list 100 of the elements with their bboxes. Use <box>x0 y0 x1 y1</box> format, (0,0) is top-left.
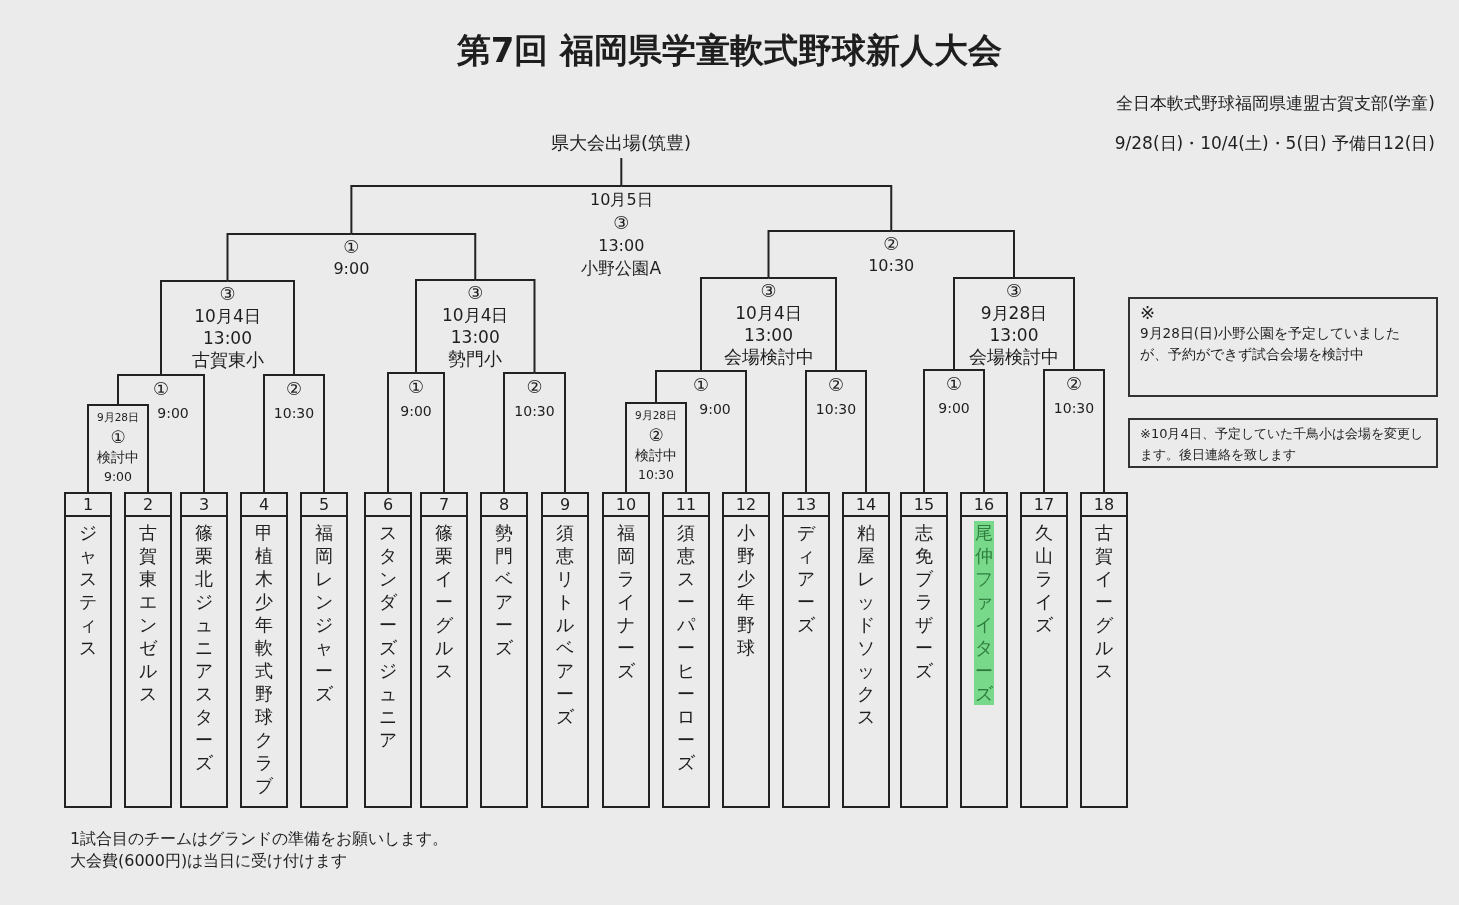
match-info: 9:00 <box>103 468 133 486</box>
match-info: 10月5日 <box>590 189 653 211</box>
match-info: ② <box>285 377 303 401</box>
team-box <box>541 492 589 808</box>
team-box <box>900 492 948 808</box>
note-mark: ※ <box>1140 302 1156 323</box>
match-info: 10:30 <box>1053 399 1095 418</box>
team-number: 14 <box>844 494 888 517</box>
team-number: 10 <box>604 494 648 517</box>
match-info: ① <box>407 375 425 399</box>
bracket-line <box>890 230 1015 279</box>
team-number: 6 <box>366 494 410 517</box>
qualifier-label: 県大会出場(筑豊) <box>550 131 691 155</box>
team-box <box>364 492 412 808</box>
team-box <box>960 492 1008 808</box>
match-info: 9:00 <box>699 400 731 419</box>
team-name: 須恵リトルベアーズ <box>555 521 575 728</box>
team-number: 4 <box>242 494 286 517</box>
match-info: 小野公園A <box>581 257 662 280</box>
team-box <box>180 492 228 808</box>
team-number: 3 <box>182 494 226 517</box>
team-name: 久山ライズ <box>1034 521 1054 636</box>
team-box <box>420 492 468 808</box>
match-info: 9月28日 <box>634 408 677 423</box>
team-name: 福岡ライナーズ <box>616 521 636 682</box>
team-number: 12 <box>724 494 768 517</box>
bracket-line <box>923 369 955 493</box>
bracket-line <box>620 185 893 232</box>
team-number: 2 <box>126 494 170 517</box>
match-info: 10月4日 <box>735 302 802 324</box>
match-info: ① <box>692 373 710 397</box>
bracket-line <box>160 280 229 376</box>
match-info: ③ <box>613 211 630 234</box>
match-info: ② <box>1065 372 1083 396</box>
match-info: ② <box>648 425 664 445</box>
team-box <box>662 492 710 808</box>
match-info: 9:00 <box>400 402 432 421</box>
match-info: 10:30 <box>638 466 674 484</box>
team-name: 小野少年野球 <box>736 521 756 659</box>
bracket-line <box>1073 369 1105 493</box>
team-name: 尾仲ファイターズ <box>974 521 994 705</box>
match-info: 13:00 <box>989 324 1039 346</box>
team-name: 勢門ベアーズ <box>494 521 514 659</box>
match-info: 古賀東小 <box>191 349 264 371</box>
bracket-line <box>226 280 295 376</box>
team-name: 須恵スーパーヒーローズ <box>676 521 696 774</box>
bracket-line <box>350 233 477 281</box>
team-name: ディアーズ <box>796 521 816 636</box>
match-info: ① <box>945 372 963 396</box>
match-info: ③ <box>1005 280 1023 302</box>
match-info: 会場検討中 <box>969 346 1059 368</box>
match-info: 9:00 <box>157 404 189 423</box>
team-box <box>124 492 172 808</box>
team-name: 粕屋レッドソックス <box>856 521 876 728</box>
match-info: 検討中 <box>97 448 139 467</box>
team-name: 福岡レンジャーズ <box>314 521 334 705</box>
team-box <box>1080 492 1128 808</box>
match-info: 10月4日 <box>442 304 509 326</box>
bracket-line <box>350 185 623 235</box>
match-info: 勢門小 <box>448 348 503 370</box>
bracket-line <box>160 374 205 493</box>
team-box <box>300 492 348 808</box>
match-info: ③ <box>219 283 236 305</box>
bracket-line <box>655 402 687 493</box>
team-box <box>602 492 650 808</box>
footnote: 1試合目のチームはグランドの準備をお願いします。 <box>70 829 449 850</box>
match-info: ② <box>827 373 845 397</box>
team-box <box>842 492 890 808</box>
match-info: 9:00 <box>333 258 370 280</box>
bracket-line <box>415 372 445 493</box>
bracket-line <box>387 372 417 493</box>
match-info: 9月28日 <box>980 302 1048 324</box>
team-number: 11 <box>664 494 708 517</box>
bracket-line <box>625 402 657 493</box>
bracket-line <box>620 157 623 187</box>
bracket-line <box>835 370 867 493</box>
bracket-line <box>533 372 566 493</box>
team-number: 8 <box>482 494 526 517</box>
bracket-line <box>953 277 1015 371</box>
bracket-line <box>226 233 353 282</box>
team-box <box>722 492 770 808</box>
match-info: ② <box>883 233 900 255</box>
bracket-line <box>474 279 536 374</box>
bracket-line <box>1043 369 1075 493</box>
team-name: 古賀東エンゼルス <box>138 521 158 705</box>
match-info: 10:30 <box>815 400 857 419</box>
team-name: 志免ブラザーズ <box>914 521 934 682</box>
team-name: 篠栗北ジュニアスターズ <box>194 521 214 774</box>
team-number: 18 <box>1082 494 1126 517</box>
match-info: 検討中 <box>635 446 677 465</box>
team-number: 5 <box>302 494 346 517</box>
team-name: スタンダーズジュニア <box>378 521 398 751</box>
date-text: 9/28(日)・10/4(土)・5(日) 予備日12(日) <box>1114 132 1435 155</box>
team-name: ジャスティス <box>78 521 98 659</box>
note-text: 9月28日(日)小野公園を予定していましたが、予約ができず試合会場を検討中 <box>1140 324 1402 364</box>
team-box <box>782 492 830 808</box>
bracket-line <box>953 369 985 493</box>
team-name: 甲植木少年軟式野球クラブ <box>254 521 274 797</box>
bracket-line <box>415 279 477 374</box>
team-name: 古賀イーグルス <box>1094 521 1114 682</box>
